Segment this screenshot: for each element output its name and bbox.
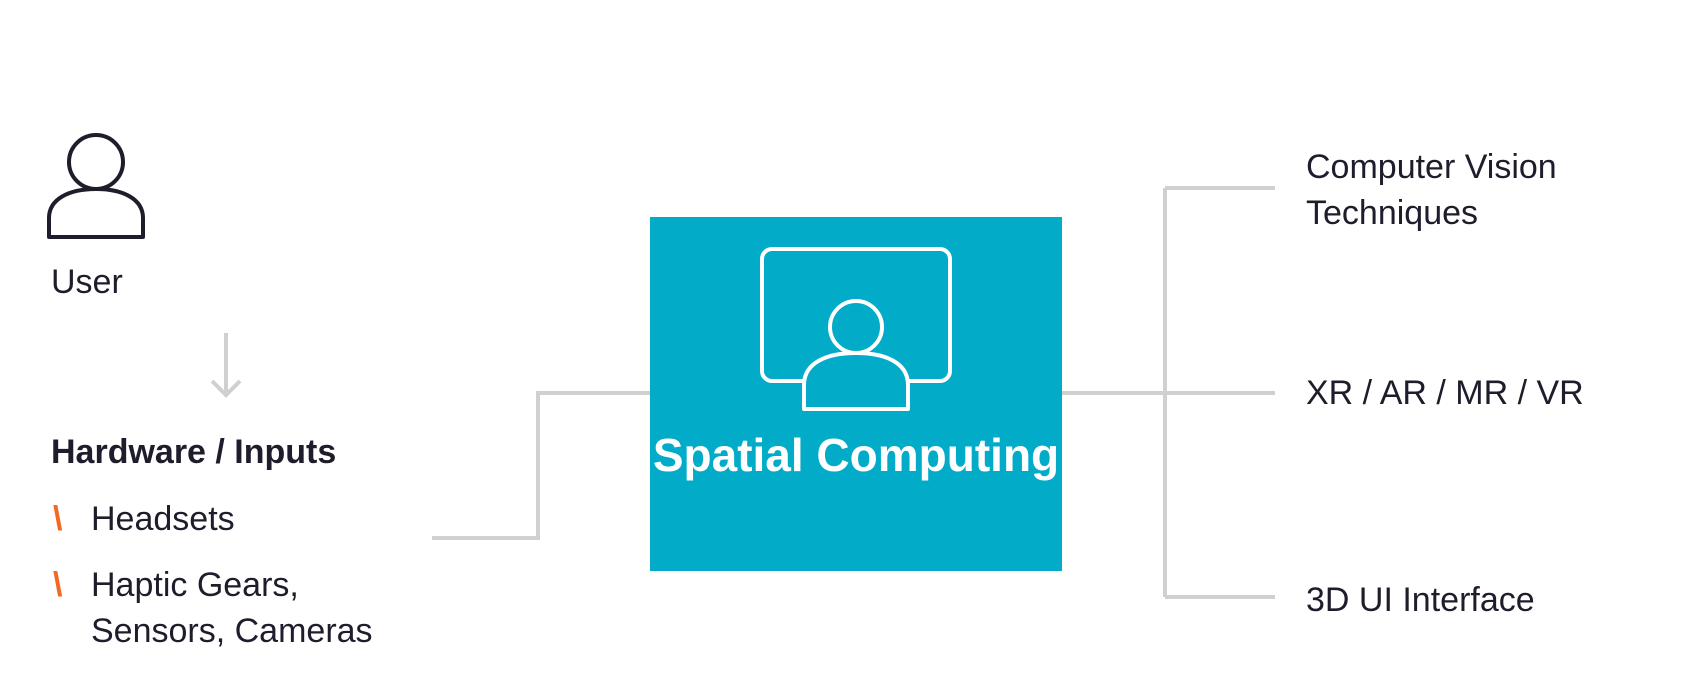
user-label: User <box>51 263 123 301</box>
output-computer-vision: Computer Vision Techniques <box>1306 148 1557 232</box>
center-title: Spatial Computing <box>652 429 1060 481</box>
user-icon <box>47 133 145 239</box>
hardware-list: \ Headsets \ Haptic Gears, Sensors, Came… <box>51 496 431 674</box>
output-3d-ui-interface: 3D UI Interface <box>1306 581 1535 619</box>
hardware-title: Hardware / Inputs <box>51 433 337 471</box>
arrow-down-icon <box>210 333 242 398</box>
hardware-item-sensors: Haptic Gears, Sensors, Cameras <box>91 566 373 650</box>
output-xr-ar-mr-vr: XR / AR / MR / VR <box>1306 374 1584 412</box>
person-at-screen-icon <box>760 247 952 411</box>
bullet-marker: \ <box>53 500 63 538</box>
input-connector <box>432 391 650 540</box>
list-item: \ Haptic Gears, Sensors, Cameras <box>51 562 431 654</box>
bullet-marker: \ <box>53 566 63 604</box>
hardware-item-headsets: Headsets <box>91 500 235 538</box>
spatial-computing-box: Spatial Computing <box>650 217 1062 571</box>
list-item: \ Headsets <box>51 496 431 542</box>
